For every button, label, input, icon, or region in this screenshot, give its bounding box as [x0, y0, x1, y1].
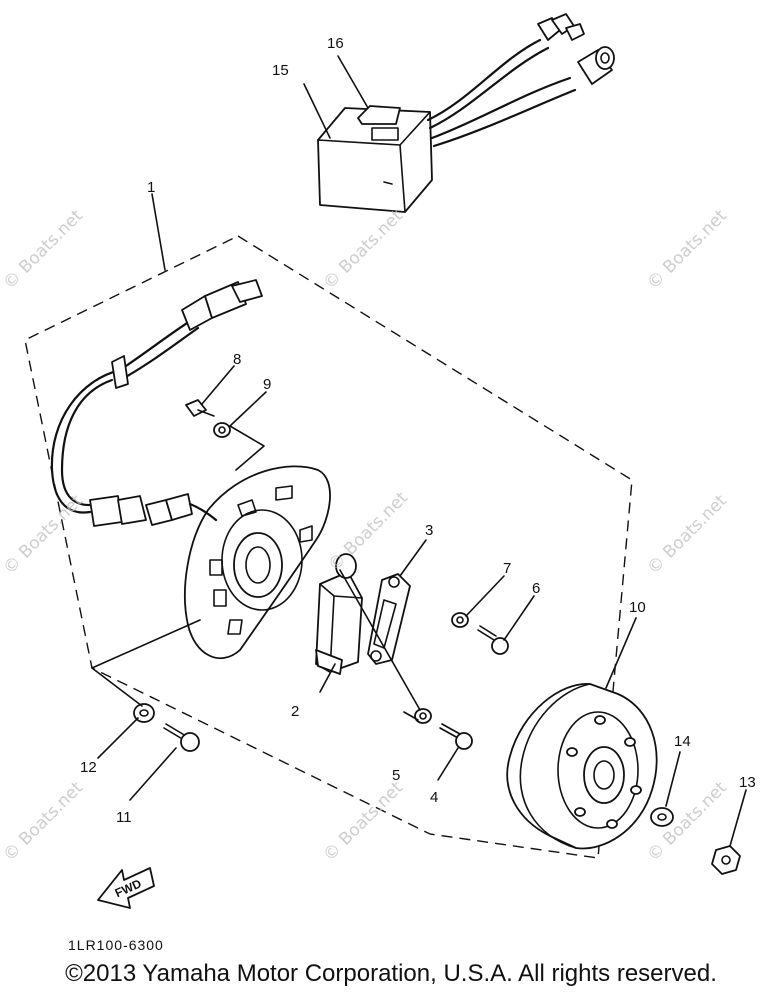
- callout-13: 13: [739, 774, 756, 791]
- lighting-coil: [367, 573, 411, 665]
- screw-6: [477, 625, 509, 655]
- fwd-arrow: FWD: [97, 867, 155, 909]
- callout-8: 8: [233, 351, 241, 368]
- flywheel-rotor: [506, 683, 658, 850]
- callout-14: 14: [674, 733, 691, 750]
- cdi-unit: [317, 13, 615, 213]
- part-code: 1LR100-6300: [68, 937, 164, 953]
- washer-5: [414, 708, 432, 724]
- leader-lines: [91, 55, 747, 847]
- callout-2: 2: [291, 703, 299, 720]
- watermark-right-mid: © Boats.net: [643, 491, 731, 579]
- callout-12: 12: [80, 759, 97, 776]
- washer-12: [133, 703, 155, 723]
- screw-4: [439, 723, 473, 750]
- watermark-left-bottom: © Boats.net: [0, 778, 87, 866]
- callout-15: 15: [272, 62, 289, 79]
- washer-7: [451, 612, 469, 628]
- bolt-8: [185, 399, 215, 417]
- callout-3: 3: [425, 522, 433, 539]
- watermark-mid-top: © Boats.net: [319, 206, 407, 294]
- callout-7: 7: [503, 560, 511, 577]
- callout-6: 6: [532, 580, 540, 597]
- callout-11: 11: [116, 809, 132, 826]
- assembly-boundary-dashed: [24, 235, 633, 859]
- callout-9: 9: [263, 376, 271, 393]
- nut-13: [711, 845, 741, 875]
- copyright-notice: ©2013 Yamaha Motor Corporation, U.S.A. A…: [65, 960, 717, 987]
- washer-14: [650, 807, 674, 827]
- stator-assembly: [50, 279, 331, 660]
- callout-4: 4: [430, 789, 438, 806]
- callout-5: 5: [392, 767, 400, 784]
- watermark-left-mid: © Boats.net: [0, 491, 87, 579]
- callout-10: 10: [629, 599, 646, 616]
- callout-1: 1: [147, 179, 155, 196]
- washer-9: [213, 422, 231, 438]
- watermark-left-top: © Boats.net: [0, 206, 87, 294]
- watermark-mid-bottom: © Boats.net: [319, 778, 407, 866]
- watermark-right-top: © Boats.net: [643, 206, 731, 294]
- screw-11: [163, 723, 200, 752]
- watermark-center: © Boats.net: [324, 488, 412, 576]
- callout-16: 16: [327, 35, 344, 52]
